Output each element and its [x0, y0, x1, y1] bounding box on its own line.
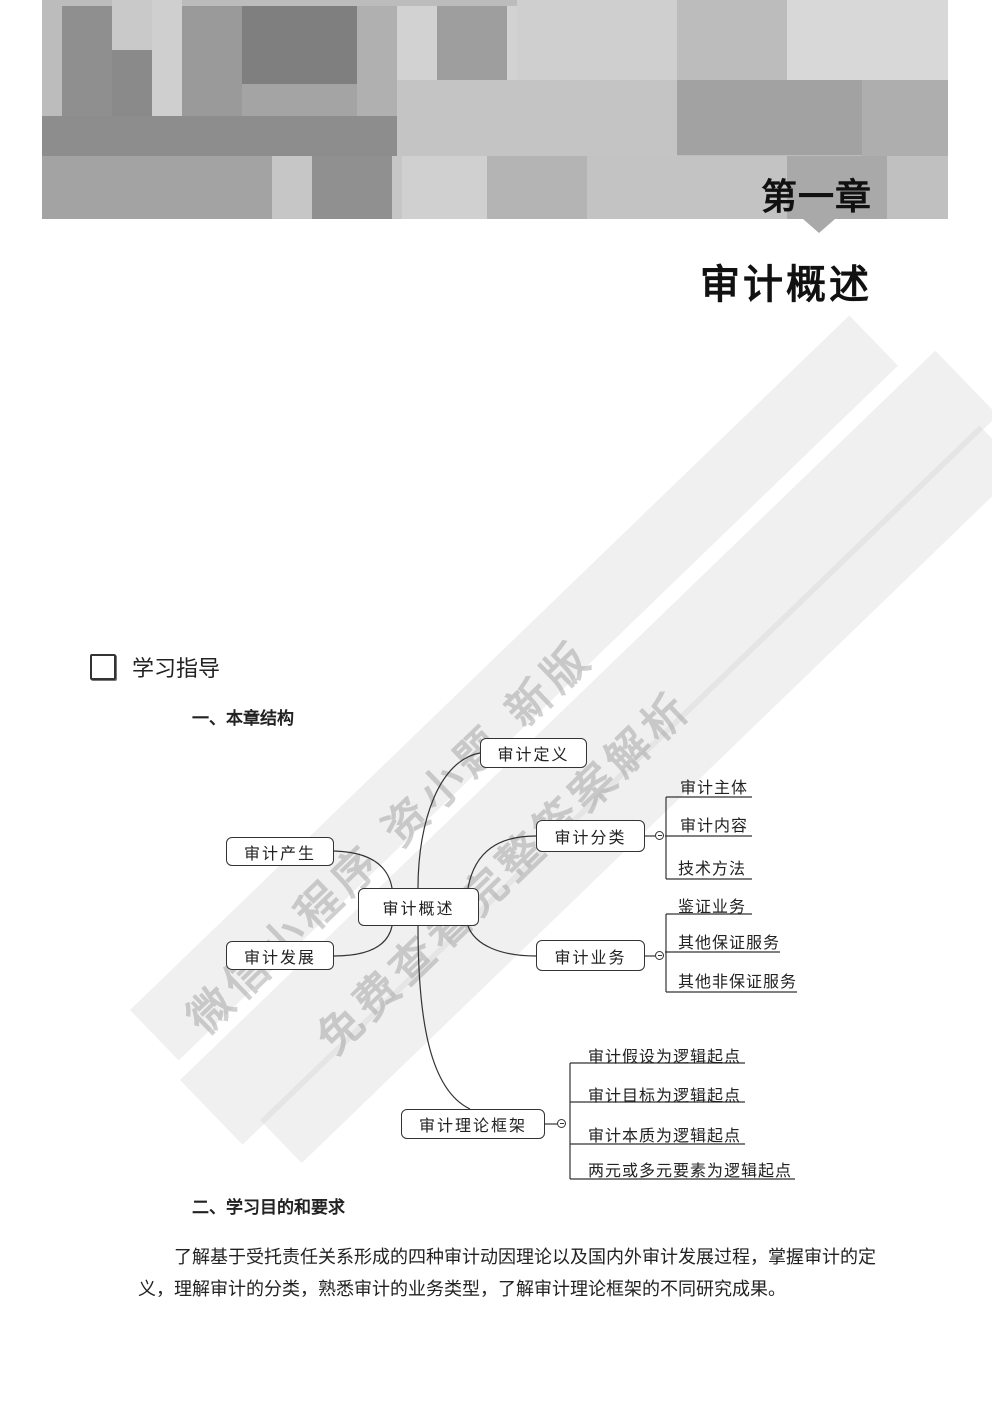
mindmap-leaf: 两元或多元要素为逻辑起点 [588, 1161, 793, 1180]
mindmap-leaf: 技术方法 [678, 859, 747, 878]
chapter-number: 第一章 [760, 176, 872, 218]
mindmap-leaf: 审计本质为逻辑起点 [588, 1126, 742, 1145]
collapse-icon[interactable] [655, 951, 664, 960]
section-heading: 学习指导 [90, 651, 220, 683]
mindmap-leaf: 审计目标为逻辑起点 [588, 1086, 742, 1105]
mindmap-leaf: 审计主体 [680, 778, 749, 797]
subsection-objectives: 二、学习目的和要求 [192, 1198, 345, 1218]
subsection-structure: 一、本章结构 [192, 709, 294, 729]
objectives-paragraph: 了解基于受托责任关系形成的四种审计动因理论以及国内外审计发展过程，掌握审计的定义… [138, 1247, 876, 1300]
section-title: 学习指导 [132, 657, 221, 682]
mindmap-leaf: 其他保证服务 [678, 933, 781, 952]
mindmap-leaf: 审计内容 [680, 816, 749, 835]
square-bullet-icon [90, 654, 116, 680]
collapse-icon[interactable] [557, 1119, 566, 1128]
mindmap-node-classification: 审计分类 [536, 820, 645, 852]
mindmap-node-theory: 审计理论框架 [401, 1109, 545, 1139]
mindmap-node-development: 审计发展 [226, 941, 334, 970]
mindmap-node-definition: 审计定义 [480, 738, 587, 768]
chapter-banner [42, 0, 948, 219]
banner-notch [803, 219, 835, 233]
mindmap-node-business: 审计业务 [536, 940, 645, 971]
chapter-title: 审计概述 [700, 261, 872, 308]
mindmap-leaf: 审计假设为逻辑起点 [588, 1047, 742, 1066]
mindmap-node-origin: 审计产生 [226, 837, 334, 866]
mindmap-node-center: 审计概述 [358, 888, 479, 926]
mindmap-leaf: 其他非保证服务 [678, 972, 798, 991]
mindmap-leaf: 鉴证业务 [678, 897, 747, 916]
collapse-icon[interactable] [655, 831, 664, 840]
